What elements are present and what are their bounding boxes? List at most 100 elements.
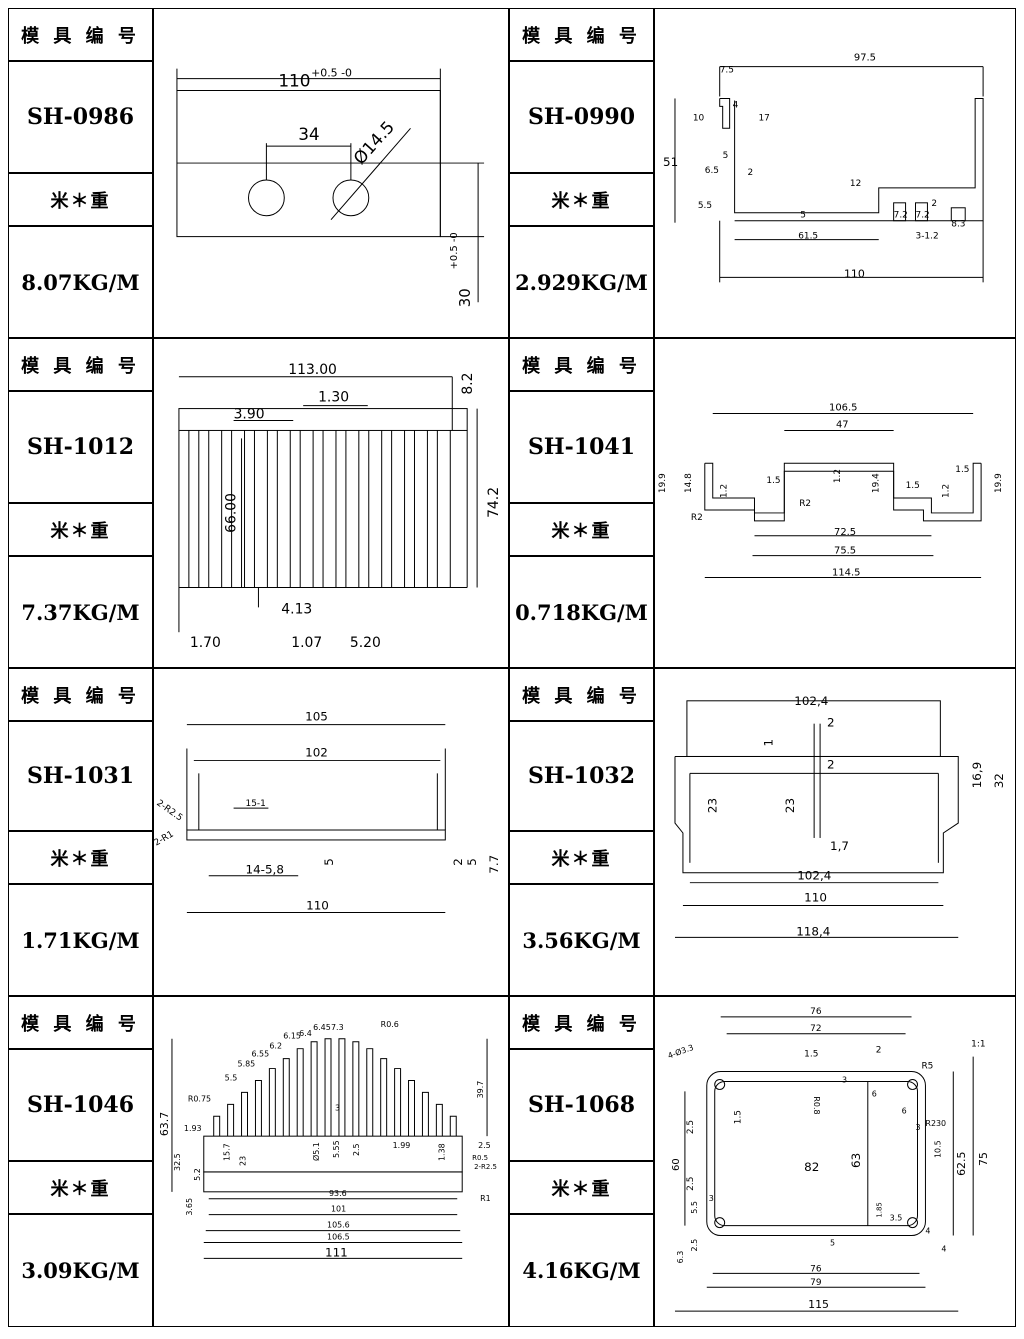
dim-d5: 1.2	[720, 484, 730, 498]
profile-drawing-sh0986: 110 +0.5 -0 34 Ø14.5 30 +0.5 -0	[153, 8, 509, 338]
dim-d7: 5	[322, 858, 336, 866]
dim-d6: 74.2	[486, 487, 502, 518]
dim-d8: R0.8	[812, 1096, 821, 1114]
dim-d20: 2.5	[352, 1143, 361, 1156]
dim-width-tol: +0.5 -0	[311, 67, 352, 80]
dim-d22: 2.5	[686, 1177, 696, 1191]
dim-d17: 114.5	[832, 568, 860, 579]
weight-per-meter-label: 米＊重	[509, 503, 654, 556]
dim-d5: 16,9	[970, 762, 984, 789]
profile-drawing-sh1046: 6.4 6.45 7.3 6.15 6.2 6.55 5.85 5.5 R0.7…	[153, 996, 509, 1327]
dim-d4: 2	[827, 757, 835, 771]
dim-d5: 6.2	[269, 1042, 282, 1051]
dim-d14: R2	[799, 499, 811, 509]
dim-d2: 72	[810, 1024, 821, 1034]
weight-per-meter-label: 米＊重	[509, 173, 654, 226]
dim-d12: 19.9	[994, 473, 1004, 493]
dim-d30: 111	[325, 1245, 348, 1259]
dim-d10: 7.7	[487, 855, 501, 874]
mold-number-header: 模 具 编 号	[509, 338, 654, 391]
dim-d7: 5	[723, 151, 729, 161]
dim-d8: 2	[451, 858, 465, 866]
dim-d10: 6	[872, 1089, 877, 1098]
weight-value: 7.37KG/M	[8, 556, 153, 668]
dim-d2: 6.45	[313, 1023, 331, 1032]
mold-code: SH-1068	[509, 1049, 654, 1161]
mold-code: SH-0990	[509, 61, 654, 173]
mold-number-header: 模 具 编 号	[8, 996, 153, 1049]
dim-d6: 4-Ø3.3	[666, 1042, 695, 1061]
dim-d1: 105	[305, 710, 328, 724]
dim-d7: 23	[706, 798, 720, 813]
weight-value: 4.16KG/M	[509, 1214, 654, 1327]
dim-d12: 2.5	[686, 1120, 696, 1134]
dim-height: 30	[456, 288, 474, 307]
dim-d10: 5.5	[698, 201, 712, 211]
dim-d5: 66.00	[224, 493, 240, 533]
dim-d6: 32	[992, 773, 1006, 788]
dim-d33: 3	[335, 1103, 340, 1112]
dim-d14: 7.2	[894, 211, 908, 221]
dim-d8: 1.70	[190, 635, 221, 651]
dim-d10: 102,4	[797, 869, 831, 883]
dim-d5: 1:1	[971, 1040, 985, 1050]
dim-d9: R0.75	[188, 1094, 211, 1103]
dim-d22: 2.5	[478, 1141, 491, 1150]
dim-d3: 1	[761, 739, 775, 747]
dim-d1: 113.00	[288, 362, 337, 378]
weight-value: 3.09KG/M	[8, 1214, 153, 1327]
dim-d8: 19.4	[872, 473, 882, 493]
dim-d7: 5.85	[238, 1060, 256, 1069]
dim-d32: 76	[810, 1264, 822, 1274]
dim-d2: 47	[836, 419, 849, 430]
dim-d13: 1.93	[184, 1124, 202, 1133]
dim-d3: 1.30	[318, 390, 349, 406]
dim-d20: 75	[977, 1152, 990, 1166]
weight-per-meter-label: 米＊重	[509, 831, 654, 884]
mold-code: SH-1012	[8, 391, 153, 503]
dim-d31: 4	[941, 1244, 946, 1253]
dim-height-tol: +0.5 -0	[449, 232, 460, 269]
profile-drawing-sh0990: 7.5 97.5 10 4 17 51 5 6.5 2 5.5 5 61.5 1…	[654, 8, 1016, 338]
dim-d10: 5.20	[350, 635, 381, 651]
dim-d4: 2	[876, 1046, 882, 1056]
dim-d16: 23	[239, 1156, 248, 1166]
dim-d9: 1.5	[906, 481, 920, 491]
dim-d4: 3.90	[234, 407, 265, 423]
dim-d11: 6	[902, 1106, 907, 1115]
dim-d3: 10	[693, 113, 705, 123]
dim-d4: 15-1	[246, 799, 266, 809]
mold-code: SH-1032	[509, 721, 654, 831]
dim-d19: 62.5	[955, 1152, 968, 1176]
dim-d1: 7.5	[720, 66, 734, 76]
dim-hole-pitch: 34	[298, 124, 319, 144]
dim-d11: 110	[804, 891, 827, 905]
dim-d28: 105.6	[327, 1221, 350, 1230]
dim-d13: 12	[850, 179, 861, 189]
dim-d3: 2-R2.5	[154, 798, 184, 823]
dim-d18: 3-1.2	[916, 232, 939, 242]
dim-d10: 1.2	[941, 484, 951, 498]
dim-d9: 5	[465, 858, 479, 866]
dim-d9: 2	[748, 168, 754, 178]
dim-d16: 75.5	[834, 546, 856, 557]
mold-number-header: 模 具 编 号	[509, 668, 654, 721]
dim-d2: 2	[827, 716, 835, 730]
dim-d17: 5.2	[193, 1168, 202, 1181]
dim-d26: 93.6	[329, 1189, 347, 1198]
mold-code: SH-0986	[8, 61, 153, 173]
dim-d34: 115	[808, 1298, 829, 1311]
weight-value: 3.56KG/M	[509, 884, 654, 996]
dim-d2: 8.2	[460, 373, 476, 395]
dim-d33: 79	[810, 1278, 822, 1288]
dim-d6: 14-5,8	[246, 863, 284, 877]
dim-d13: R2	[691, 513, 703, 523]
weight-per-meter-label: 米＊重	[8, 503, 153, 556]
dim-d3: 1.5	[804, 1050, 818, 1060]
dim-d14: 32.5	[173, 1153, 182, 1171]
dim-d1: 6.4	[299, 1029, 312, 1038]
dim-d5: 2-R1	[154, 829, 176, 848]
dim-d9: 1.07	[291, 635, 322, 651]
dim-d10: R0.6	[381, 1020, 399, 1029]
dim-d2: 102	[305, 745, 328, 759]
